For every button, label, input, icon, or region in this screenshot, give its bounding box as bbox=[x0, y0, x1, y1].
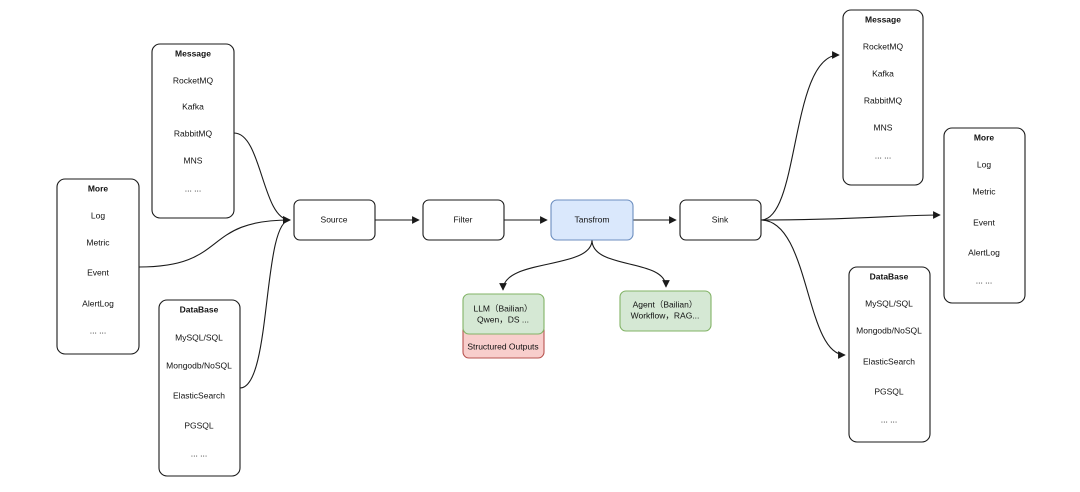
left-more-item: Event bbox=[87, 267, 109, 277]
edge-message-to-source bbox=[233, 132, 291, 224]
right-database-title: DataBase bbox=[870, 271, 909, 281]
left-database-box: DataBase MySQL/SQL Mongodb/NoSQL Elastic… bbox=[158, 299, 241, 477]
edge-database-to-source bbox=[239, 216, 291, 389]
edge-transform-to-agent bbox=[591, 239, 670, 288]
right-message-box: Message RocketMQ Kafka RabbitMQ MNS ... … bbox=[842, 9, 924, 186]
left-message-box: Message RocketMQ Kafka RabbitMQ MNS ... … bbox=[151, 43, 235, 219]
agent-node: Agent（Bailian） Workflow，RAG... bbox=[619, 290, 712, 332]
left-message-item: RocketMQ bbox=[173, 75, 214, 85]
left-more-item: Log bbox=[91, 210, 105, 220]
llm-line2: Qwen，DS ... bbox=[477, 314, 529, 324]
right-more-item: AlertLog bbox=[968, 247, 1000, 257]
sink-label: Sink bbox=[712, 214, 729, 224]
left-message-title: Message bbox=[175, 48, 211, 58]
left-database-item: PGSQL bbox=[184, 420, 214, 430]
agent-line2: Workflow，RAG... bbox=[631, 310, 700, 320]
filter-node: Filter bbox=[422, 199, 505, 241]
edge-sink-to-message bbox=[760, 51, 840, 221]
source-node: Source bbox=[293, 199, 376, 241]
llm-line1: LLM（Bailian） bbox=[473, 303, 532, 313]
left-database-item: Mongodb/NoSQL bbox=[166, 360, 232, 370]
right-database-item: PGSQL bbox=[874, 386, 904, 396]
transform-node: Tansfrom bbox=[550, 199, 634, 241]
left-database-title: DataBase bbox=[180, 304, 219, 314]
edge-sink-to-database bbox=[760, 219, 846, 359]
transform-label: Tansfrom bbox=[575, 214, 610, 224]
right-message-item: ... ... bbox=[875, 150, 892, 160]
edges bbox=[138, 51, 941, 389]
agent-line1: Agent（Bailian） bbox=[633, 299, 698, 309]
edge-transform-to-llm bbox=[499, 239, 593, 291]
right-message-item: RocketMQ bbox=[863, 41, 904, 51]
filter-label: Filter bbox=[454, 214, 473, 224]
right-more-item: Log bbox=[977, 159, 991, 169]
source-label: Source bbox=[321, 214, 348, 224]
left-database-item: ElasticSearch bbox=[173, 390, 225, 400]
right-more-title: More bbox=[974, 132, 995, 142]
right-message-item: MNS bbox=[874, 122, 893, 132]
left-message-item: RabbitMQ bbox=[174, 128, 213, 138]
left-database-item: ... ... bbox=[191, 448, 208, 458]
edge-more-to-source bbox=[138, 216, 291, 268]
edge-sink-to-more bbox=[760, 211, 941, 221]
right-more-box: More Log Metric Event AlertLog ... ... bbox=[943, 127, 1026, 304]
sink-node: Sink bbox=[679, 199, 762, 241]
right-database-item: Mongodb/NoSQL bbox=[856, 325, 922, 335]
left-message-item: ... ... bbox=[185, 183, 202, 193]
right-message-item: Kafka bbox=[872, 68, 894, 78]
right-more-item: Event bbox=[973, 217, 995, 227]
llm-node: LLM（Bailian） Qwen，DS ... Structured Outp… bbox=[462, 293, 545, 359]
left-message-item: MNS bbox=[184, 155, 203, 165]
left-more-title: More bbox=[88, 183, 109, 193]
left-more-item: AlertLog bbox=[82, 298, 114, 308]
right-database-item: ElasticSearch bbox=[863, 356, 915, 366]
right-more-item: ... ... bbox=[976, 275, 993, 285]
right-more-item: Metric bbox=[972, 186, 996, 196]
left-more-item: ... ... bbox=[90, 325, 107, 335]
left-message-item: Kafka bbox=[182, 101, 204, 111]
left-database-item: MySQL/SQL bbox=[175, 332, 223, 342]
right-message-title: Message bbox=[865, 14, 901, 24]
left-more-item: Metric bbox=[86, 237, 110, 247]
right-database-item: MySQL/SQL bbox=[865, 298, 913, 308]
right-message-item: RabbitMQ bbox=[864, 95, 903, 105]
right-database-box: DataBase MySQL/SQL Mongodb/NoSQL Elastic… bbox=[848, 266, 931, 443]
right-database-item: ... ... bbox=[881, 414, 898, 424]
left-more-box: More Log Metric Event AlertLog ... ... bbox=[56, 178, 140, 355]
structured-outputs-label: Structured Outputs bbox=[467, 341, 538, 351]
